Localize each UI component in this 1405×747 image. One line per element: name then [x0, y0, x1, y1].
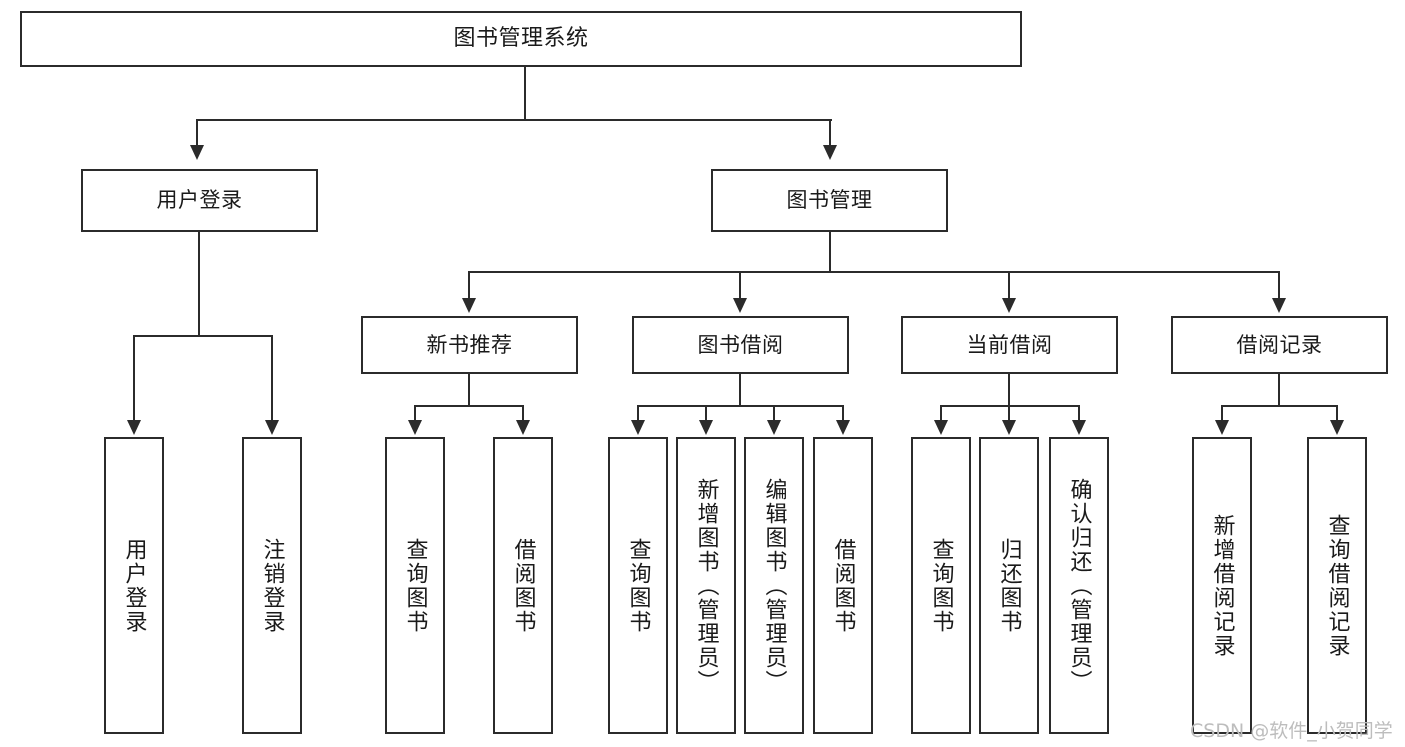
- node-label: 用户登录: [121, 537, 147, 634]
- node-label: 注销登录: [259, 537, 285, 634]
- node-label: 确认归还（管理员）: [1066, 477, 1092, 694]
- arrowhead-current-borrow: [1002, 298, 1016, 313]
- connector-current-borrow-leaf-1: [940, 405, 942, 422]
- leaf-add-borrow-record[interactable]: 新增借阅记录: [1192, 437, 1252, 734]
- node-label: 图书管理: [786, 188, 873, 213]
- connector-book-borrow-bar: [637, 405, 844, 407]
- connector-borrow-record-leaf-2: [1336, 405, 1338, 422]
- node-label: 用户登录: [156, 188, 243, 213]
- connector-new-book-leaf-2: [522, 405, 524, 422]
- leaf-edit-book-admin[interactable]: 编辑图书（管理员）: [744, 437, 804, 734]
- leaf-return-book[interactable]: 归还图书: [979, 437, 1039, 734]
- leaf-query-book-current[interactable]: 查询图书: [911, 437, 971, 734]
- leaf-logout[interactable]: 注销登录: [242, 437, 302, 734]
- connector-user-login-stem: [198, 232, 200, 335]
- connector-borrow-record-stem: [1278, 374, 1280, 406]
- arrowhead-leaf-edit-book: [767, 420, 781, 435]
- connector-user-login-leaf-2: [271, 335, 273, 422]
- connector-to-book-borrow: [739, 271, 741, 300]
- leaf-query-book-new[interactable]: 查询图书: [385, 437, 445, 734]
- connector-to-borrow-record: [1278, 271, 1280, 300]
- leaf-user-login[interactable]: 用户登录: [104, 437, 164, 734]
- node-borrow-record[interactable]: 借阅记录: [1171, 316, 1388, 374]
- connector-book-borrow-leaf-1: [637, 405, 639, 422]
- connector-book-mgmt-stem: [829, 232, 831, 272]
- connector-to-new-book: [468, 271, 470, 300]
- connector-root-to-book-mgmt: [829, 119, 831, 147]
- node-label: 查询图书: [625, 537, 651, 634]
- node-book-borrow[interactable]: 图书借阅: [632, 316, 849, 374]
- node-label: 图书管理系统: [453, 26, 589, 52]
- connector-book-borrow-leaf-3: [773, 405, 775, 422]
- arrowhead-borrow-record: [1272, 298, 1286, 313]
- connector-current-borrow-leaf-3: [1078, 405, 1080, 422]
- connector-user-login-bar: [133, 335, 273, 337]
- node-label: 新增借阅记录: [1209, 513, 1235, 658]
- arrowhead-new-book: [462, 298, 476, 313]
- node-new-book-recommend[interactable]: 新书推荐: [361, 316, 578, 374]
- arrowhead-leaf-user-login: [127, 420, 141, 435]
- connector-new-book-stem: [468, 374, 470, 406]
- arrowhead-leaf-borrow-book-1: [516, 420, 530, 435]
- node-label: 借阅图书: [830, 537, 856, 634]
- node-label: 当前借阅: [966, 332, 1053, 357]
- node-label: 查询图书: [402, 537, 428, 634]
- arrowhead-book-borrow: [733, 298, 747, 313]
- node-label: 新增图书（管理员）: [693, 477, 719, 694]
- connector-current-borrow-bar: [940, 405, 1080, 407]
- arrowhead-leaf-query-record: [1330, 420, 1344, 435]
- connector-root-to-user-login: [196, 119, 198, 147]
- connector-book-borrow-leaf-4: [842, 405, 844, 422]
- node-label: 图书借阅: [697, 332, 784, 357]
- connector-borrow-record-leaf-1: [1221, 405, 1223, 422]
- connector-new-book-leaf-1: [414, 405, 416, 422]
- arrowhead-leaf-add-record: [1215, 420, 1229, 435]
- connector-to-current-borrow: [1008, 271, 1010, 300]
- node-root-system[interactable]: 图书管理系统: [20, 11, 1022, 67]
- arrowhead-leaf-query-book-2: [631, 420, 645, 435]
- leaf-query-borrow-record[interactable]: 查询借阅记录: [1307, 437, 1367, 734]
- leaf-borrow-book-new[interactable]: 借阅图书: [493, 437, 553, 734]
- arrowhead-leaf-logout: [265, 420, 279, 435]
- arrowhead-leaf-confirm-return: [1072, 420, 1086, 435]
- node-label: 查询借阅记录: [1324, 513, 1350, 658]
- node-label: 借阅记录: [1236, 332, 1323, 357]
- node-label: 借阅图书: [510, 537, 536, 634]
- node-user-login[interactable]: 用户登录: [81, 169, 318, 232]
- arrowhead-leaf-return-book: [1002, 420, 1016, 435]
- arrowhead-leaf-query-book-3: [934, 420, 948, 435]
- connector-book-mgmt-bar: [468, 271, 1280, 273]
- connector-current-borrow-stem: [1008, 374, 1010, 406]
- arrowhead-leaf-add-book: [699, 420, 713, 435]
- node-label: 新书推荐: [426, 332, 513, 357]
- leaf-query-book-borrow[interactable]: 查询图书: [608, 437, 668, 734]
- arrowhead-leaf-query-book-1: [408, 420, 422, 435]
- connector-book-borrow-stem: [739, 374, 741, 406]
- arrowhead-user-login: [190, 145, 204, 160]
- arrowhead-leaf-borrow-book-2: [836, 420, 850, 435]
- leaf-add-book-admin[interactable]: 新增图书（管理员）: [676, 437, 736, 734]
- node-book-management[interactable]: 图书管理: [711, 169, 948, 232]
- connector-root-stem: [524, 67, 526, 119]
- connector-user-login-leaf-1: [133, 335, 135, 422]
- node-current-borrow[interactable]: 当前借阅: [901, 316, 1118, 374]
- node-label: 查询图书: [928, 537, 954, 634]
- connector-root-bar: [196, 119, 832, 121]
- connector-book-borrow-leaf-2: [705, 405, 707, 422]
- leaf-borrow-book-borrow[interactable]: 借阅图书: [813, 437, 873, 734]
- node-label: 归还图书: [996, 537, 1022, 634]
- connector-current-borrow-leaf-2: [1008, 405, 1010, 422]
- connector-borrow-record-bar: [1221, 405, 1338, 407]
- leaf-confirm-return-admin[interactable]: 确认归还（管理员）: [1049, 437, 1109, 734]
- connector-new-book-bar: [414, 405, 524, 407]
- node-label: 编辑图书（管理员）: [761, 477, 787, 694]
- arrowhead-book-mgmt: [823, 145, 837, 160]
